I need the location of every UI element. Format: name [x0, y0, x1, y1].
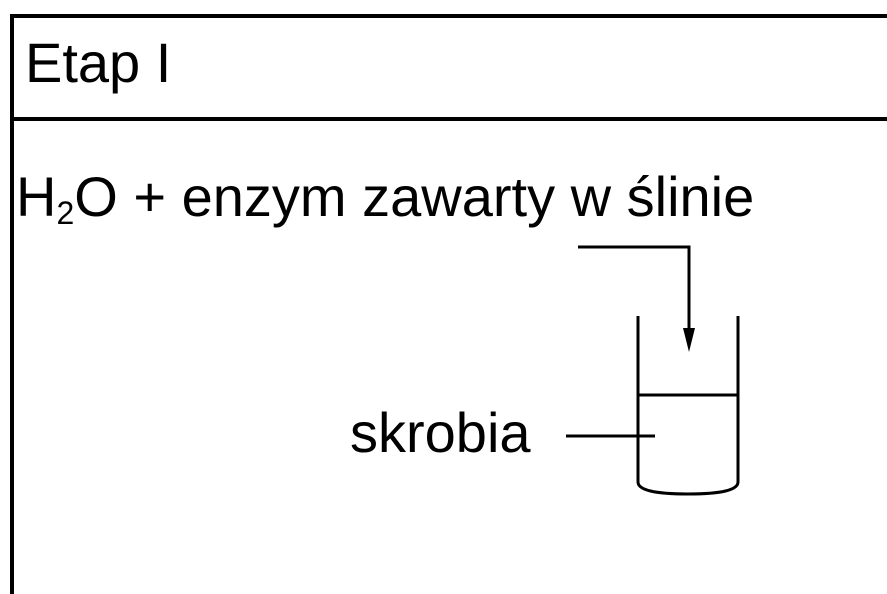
- header-divider: [10, 117, 887, 121]
- stage-title: Etap I: [25, 31, 172, 94]
- equation-rest: + enzym zawarty w ślinie: [117, 165, 755, 228]
- frame-top-border: [10, 14, 887, 18]
- beaker-outline: [636, 316, 740, 496]
- frame-left-border: [10, 14, 14, 594]
- reagent-arrow-line: [578, 245, 691, 340]
- reagent-arrow-head: [683, 328, 695, 352]
- reagent-equation: H2O + enzym zawarty w ślinie: [16, 162, 754, 240]
- water-formula-h: H: [16, 165, 57, 228]
- water-formula-subscript: 2: [56, 195, 75, 231]
- water-formula-o: O: [74, 165, 118, 228]
- starch-label: skrobia: [350, 401, 531, 464]
